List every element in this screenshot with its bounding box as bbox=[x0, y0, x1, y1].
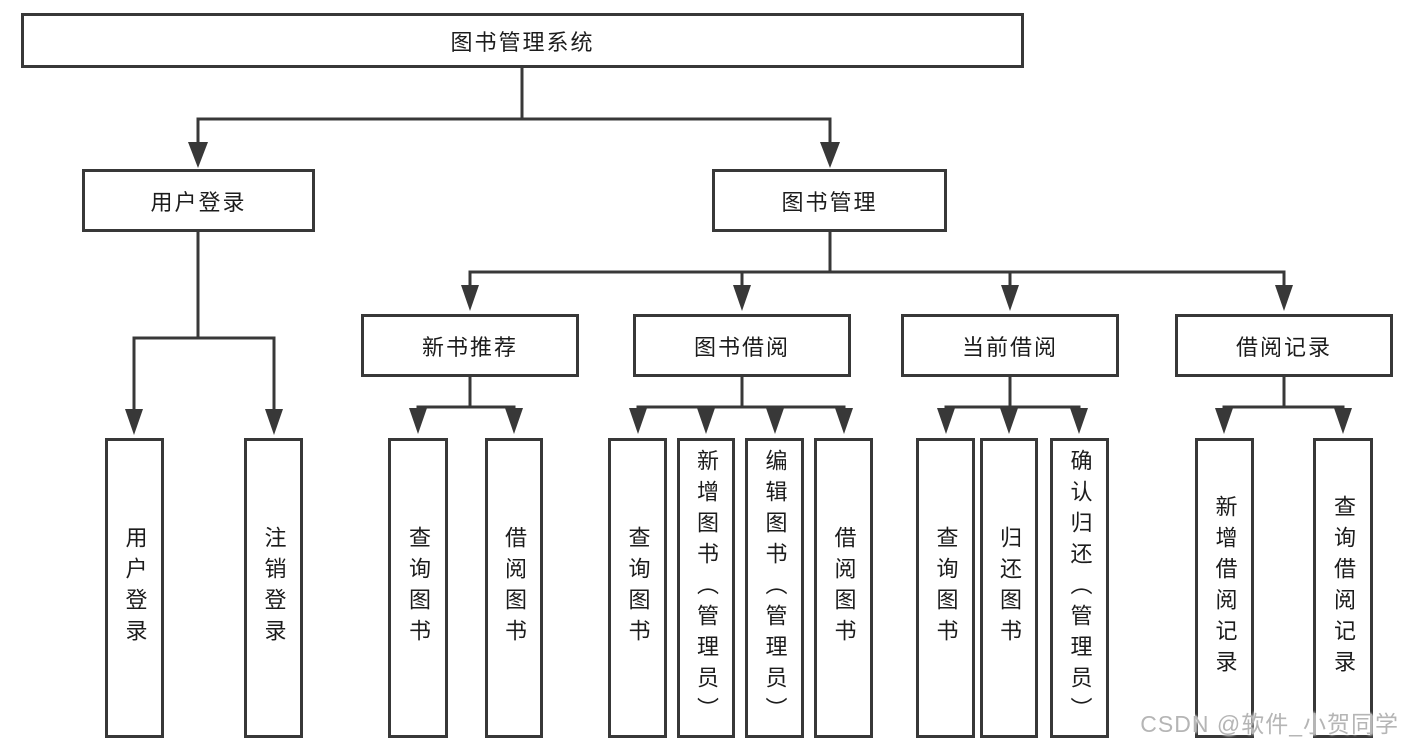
node-book-management: 图书管理 bbox=[712, 169, 947, 232]
leaf-current-query-book-label: 查询图书 bbox=[933, 526, 959, 650]
node-book-management-label: 图书管理 bbox=[781, 189, 878, 215]
leaf-edit-book-admin: 编辑图书（管理员） bbox=[745, 438, 804, 738]
node-book-borrow: 图书借阅 bbox=[633, 314, 851, 377]
leaf-current-query-book: 查询图书 bbox=[916, 438, 975, 738]
leaf-confirm-return-admin-label: 确认归还（管理员） bbox=[1067, 448, 1093, 728]
leaf-borrow-query-book: 查询图书 bbox=[608, 438, 667, 738]
leaf-return-book: 归还图书 bbox=[980, 438, 1038, 738]
leaf-logout-label: 注销登录 bbox=[261, 526, 287, 650]
node-root: 图书管理系统 bbox=[21, 13, 1024, 68]
node-user-login-group: 用户登录 bbox=[82, 169, 315, 232]
csdn-watermark: CSDN @软件_小贺同学 bbox=[1140, 711, 1399, 737]
node-borrow-record-label: 借阅记录 bbox=[1235, 334, 1332, 360]
leaf-add-book-admin: 新增图书（管理员） bbox=[677, 438, 735, 738]
leaf-borrow-book-label: 借阅图书 bbox=[831, 526, 857, 650]
leaf-query-borrow-record: 查询借阅记录 bbox=[1313, 438, 1373, 738]
leaf-recommend-query-book-label: 查询图书 bbox=[406, 526, 431, 650]
leaf-recommend-borrow-book: 借阅图书 bbox=[485, 438, 543, 738]
leaf-add-borrow-record: 新增借阅记录 bbox=[1195, 438, 1254, 738]
node-new-book-recommend: 新书推荐 bbox=[361, 314, 579, 377]
leaf-query-borrow-record-label: 查询借阅记录 bbox=[1331, 495, 1356, 681]
leaf-user-login: 用户登录 bbox=[105, 438, 164, 738]
leaf-recommend-borrow-book-label: 借阅图书 bbox=[502, 526, 527, 650]
leaf-borrow-query-book-label: 查询图书 bbox=[625, 526, 651, 650]
node-new-book-recommend-label: 新书推荐 bbox=[421, 334, 518, 360]
leaf-recommend-query-book: 查询图书 bbox=[388, 438, 448, 738]
leaf-edit-book-admin-label: 编辑图书（管理员） bbox=[762, 448, 788, 728]
leaf-logout: 注销登录 bbox=[244, 438, 303, 738]
node-book-borrow-label: 图书借阅 bbox=[693, 334, 790, 360]
leaf-return-book-label: 归还图书 bbox=[997, 526, 1022, 650]
leaf-add-book-admin-label: 新增图书（管理员） bbox=[694, 448, 719, 728]
node-root-label: 图书管理系统 bbox=[450, 29, 595, 55]
leaf-add-borrow-record-label: 新增借阅记录 bbox=[1212, 495, 1238, 681]
leaf-confirm-return-admin: 确认归还（管理员） bbox=[1050, 438, 1109, 738]
node-borrow-record: 借阅记录 bbox=[1175, 314, 1393, 377]
node-current-borrow-label: 当前借阅 bbox=[961, 334, 1058, 360]
leaf-borrow-book: 借阅图书 bbox=[814, 438, 873, 738]
node-current-borrow: 当前借阅 bbox=[901, 314, 1119, 377]
leaf-user-login-label: 用户登录 bbox=[122, 526, 148, 650]
node-user-login-group-label: 用户登录 bbox=[150, 189, 247, 215]
